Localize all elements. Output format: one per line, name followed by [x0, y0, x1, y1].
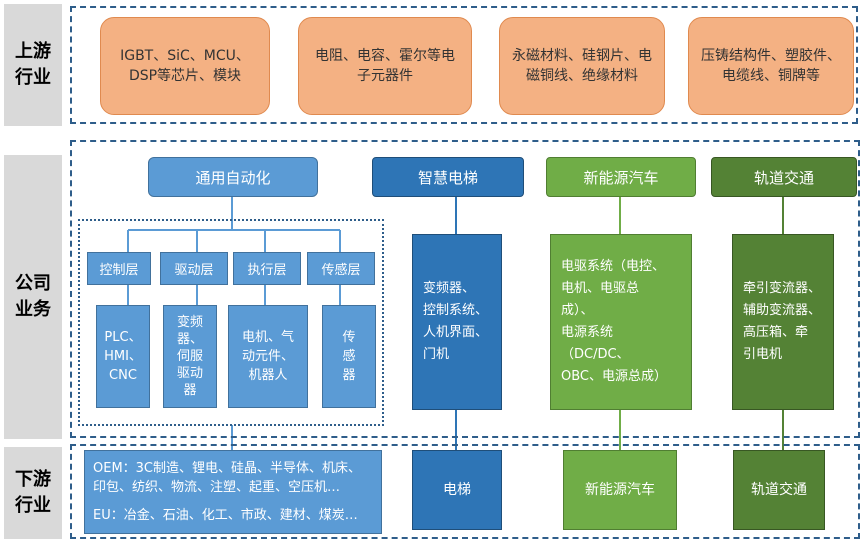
layer-sensing: 传感层: [307, 252, 375, 285]
downstream-elevator: 电梯: [412, 450, 502, 530]
upstream-item-chips: IGBT、SiC、MCU、DSP等芯片、模块: [100, 17, 270, 115]
downstream-frame: [70, 444, 860, 539]
upstream-item-materials: 永磁材料、硅钢片、电磁铜线、绝缘材料: [499, 17, 665, 115]
downstream-rail: 轨道交通: [733, 450, 825, 530]
rail-items: 牵引变流器、 辅助变流器、 高压箱、牵 引电机: [732, 234, 834, 410]
elevator-items: 变频器、 控制系统、 人机界面、 门机: [412, 234, 502, 410]
upstream-label: 上游 行业: [4, 4, 62, 126]
header-automation: 通用自动化: [148, 157, 318, 197]
company-frame: [70, 140, 860, 438]
header-nev: 新能源汽车: [546, 157, 696, 197]
downstream-automation: OEM：3C制造、锂电、硅晶、半导体、机床、印包、纺织、物流、注塑、起重、空压机…: [84, 450, 382, 534]
layer-execution: 执行层: [233, 252, 301, 285]
automation-frame: [78, 219, 384, 426]
downstream-eu: EU：冶金、石油、化工、市政、建材、煤炭…: [93, 507, 358, 523]
layer-items-drive: 变频 器、 伺服 驱动 器: [163, 305, 217, 408]
downstream-nev: 新能源汽车: [563, 450, 677, 530]
upstream-item-components: 电阻、电容、霍尔等电子元器件: [298, 17, 472, 115]
upstream-item-structures: 压铸结构件、塑胶件、电缆线、铜牌等: [688, 17, 854, 115]
header-elevator: 智慧电梯: [372, 157, 524, 197]
downstream-label: 下游 行业: [4, 447, 62, 539]
nev-items: 电驱系统（电控、 电机、电驱总 成）、 电源系统（DC/DC、 OBC、电源总成…: [550, 234, 692, 410]
layer-control: 控制层: [87, 252, 151, 285]
layer-items-sensing: 传 感 器: [322, 305, 376, 408]
upstream-frame: [70, 6, 858, 124]
layer-items-execution: 电机、气 动元件、 机器人: [228, 305, 308, 408]
header-rail: 轨道交通: [711, 157, 857, 197]
downstream-oem: OEM：3C制造、锂电、硅晶、半导体、机床、印包、纺织、物流、注塑、起重、空压机…: [93, 461, 362, 496]
layer-drive: 驱动层: [160, 252, 228, 285]
layer-items-control: PLC、 HMI、 CNC: [96, 305, 150, 408]
company-label: 公司 业务: [4, 155, 62, 439]
